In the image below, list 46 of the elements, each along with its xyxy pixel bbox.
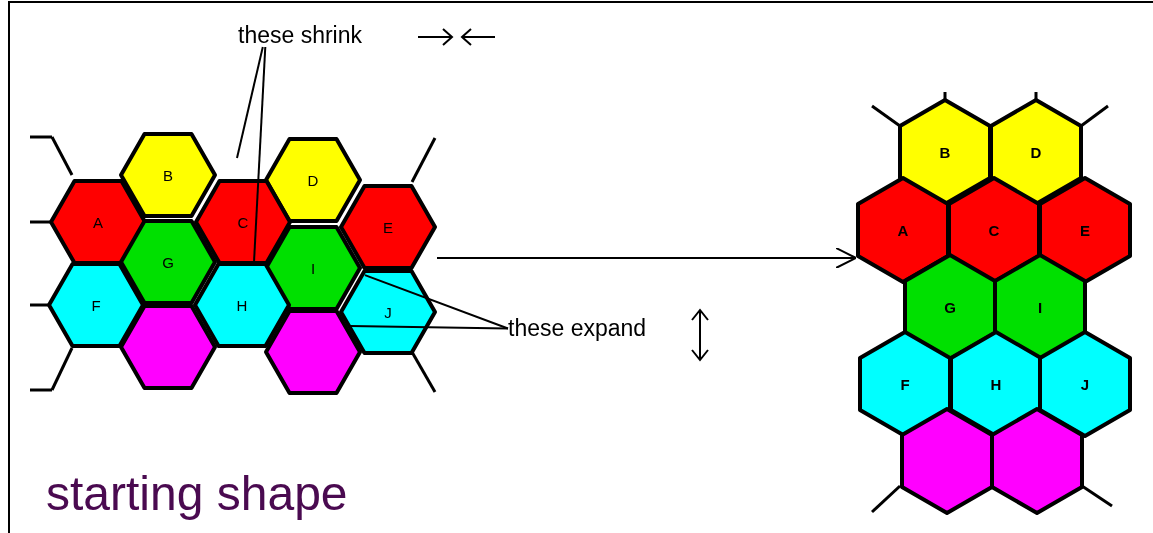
honeycomb-cell [902, 409, 992, 513]
honeycomb-cell [1040, 332, 1130, 436]
cell-letter: B [163, 167, 173, 183]
cell-letter: J [384, 304, 392, 320]
honeycomb-cell [49, 264, 143, 346]
honeycomb-cell [858, 178, 948, 282]
note-label: these shrink [238, 24, 362, 47]
honeycomb-cell [341, 186, 435, 268]
cell-letter: D [307, 172, 319, 188]
cell-letter: D [1030, 144, 1042, 160]
honeycomb-cell [266, 227, 360, 309]
honeycomb-cell [196, 181, 290, 263]
honeycomb-cell [900, 100, 990, 204]
honeycomb-cell [266, 311, 360, 393]
honeycomb-cell [860, 332, 950, 436]
honeycomb-cell [992, 409, 1082, 513]
honeycomb-cell [991, 100, 1081, 204]
cell-letter: J [1080, 376, 1090, 392]
cell-letter: I [310, 260, 316, 276]
cell-letter: F [91, 297, 101, 313]
leader-line [236, 46, 264, 159]
arrow [436, 247, 857, 269]
cell-letter: C [237, 214, 249, 230]
cell-letter: G [162, 254, 174, 270]
cell-letter: A [93, 214, 103, 230]
cell-letter: F [900, 376, 910, 392]
cell-letter: A [897, 222, 909, 238]
honeycomb-cell [195, 264, 289, 346]
caption-text: starting shape [46, 470, 348, 518]
cell-letter: H [236, 297, 248, 313]
honeycomb-cell [51, 181, 145, 263]
cell-letter: I [1037, 299, 1043, 315]
honeycomb-cell [121, 134, 215, 216]
cell-letter: B [939, 144, 951, 160]
cell-letter: G [944, 299, 956, 315]
cell-letter: E [383, 219, 393, 235]
honeycomb-cell [266, 139, 360, 221]
honeycomb-cell [905, 255, 995, 359]
honeycomb-cell [1040, 178, 1130, 282]
honeycomb-cell [121, 306, 215, 388]
cell-letter: C [988, 222, 1000, 238]
cell-letter: E [1080, 222, 1090, 238]
honeycomb-cell [121, 221, 215, 303]
cell-letter: H [990, 376, 1002, 392]
honeycomb-cell [341, 271, 435, 353]
note-label: these expand [508, 317, 647, 340]
